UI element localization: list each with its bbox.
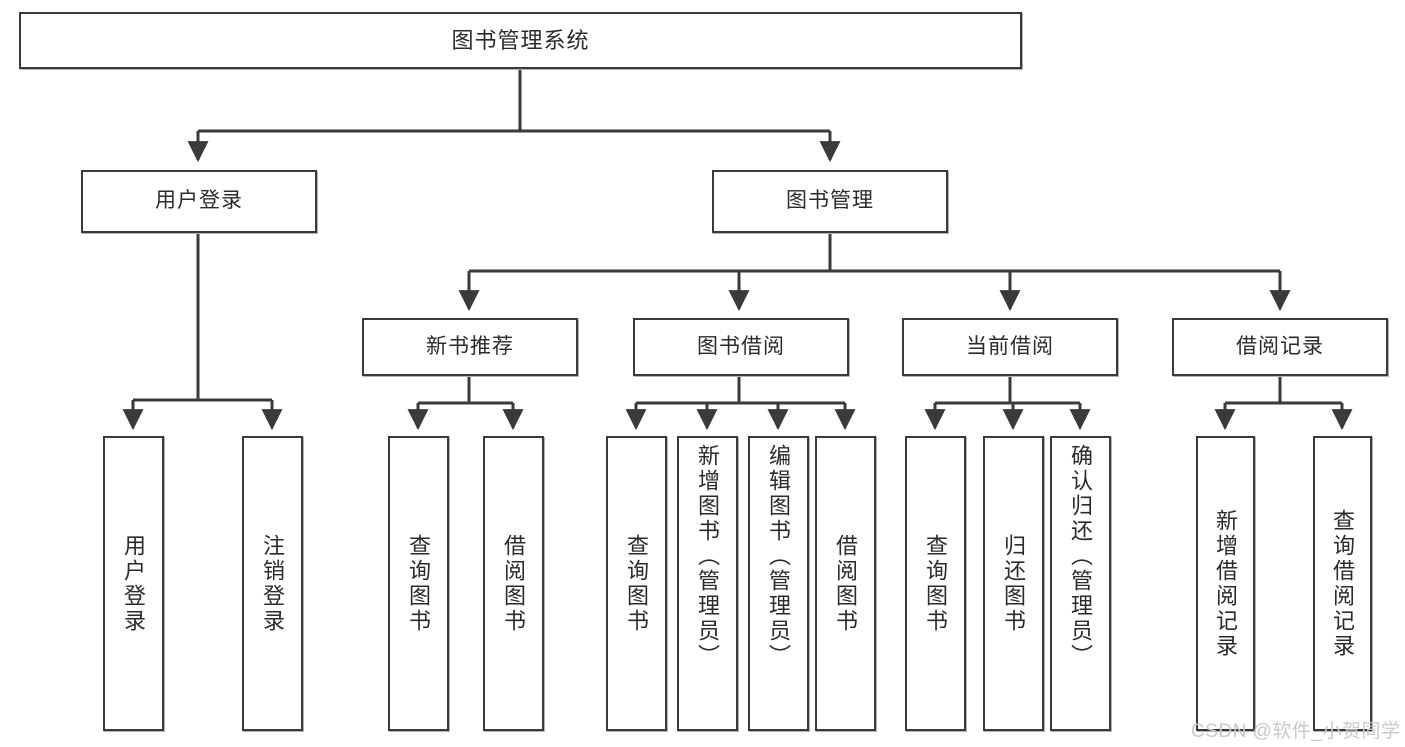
leaf-current-return-book-label: 归还图书 xyxy=(1001,533,1027,634)
node-user-login[interactable]: 用户登录 xyxy=(81,170,317,233)
leaf-user-login-signin-label: 用户登录 xyxy=(121,533,147,634)
node-new-book-recommend[interactable]: 新书推荐 xyxy=(362,318,578,376)
node-current-borrow-label: 当前借阅 xyxy=(966,334,1054,358)
leaf-user-login-signout-label: 注销登录 xyxy=(260,533,286,634)
leaf-borrow-borrow-book-label: 借阅图书 xyxy=(833,533,859,634)
node-borrow-record[interactable]: 借阅记录 xyxy=(1172,318,1388,376)
leaf-recommend-query-book[interactable]: 查询图书 xyxy=(388,436,449,731)
leaf-borrow-edit-book-label: 编辑图书（管理员） xyxy=(766,444,792,669)
leaf-record-query-record-label: 查询借阅记录 xyxy=(1330,508,1356,659)
leaf-record-query-record[interactable]: 查询借阅记录 xyxy=(1313,436,1372,731)
node-root-label: 图书管理系统 xyxy=(451,27,590,53)
node-borrow-record-label: 借阅记录 xyxy=(1236,334,1324,358)
leaf-borrow-query-book[interactable]: 查询图书 xyxy=(606,436,667,731)
leaf-recommend-borrow-book[interactable]: 借阅图书 xyxy=(483,436,544,731)
leaf-borrow-add-book[interactable]: 新增图书（管理员） xyxy=(677,436,738,731)
node-book-management[interactable]: 图书管理 xyxy=(712,170,948,233)
node-user-login-label: 用户登录 xyxy=(155,189,243,213)
leaf-borrow-borrow-book[interactable]: 借阅图书 xyxy=(815,436,876,731)
node-new-book-recommend-label: 新书推荐 xyxy=(426,334,514,358)
leaf-current-confirm-return[interactable]: 确认归还（管理员） xyxy=(1050,436,1111,731)
leaf-user-login-signout[interactable]: 注销登录 xyxy=(242,436,303,731)
node-root[interactable]: 图书管理系统 xyxy=(19,12,1022,69)
leaf-borrow-edit-book[interactable]: 编辑图书（管理员） xyxy=(748,436,809,731)
csdn-watermark: CSDN @软件_小贺同学 xyxy=(1191,721,1401,742)
leaf-recommend-borrow-book-label: 借阅图书 xyxy=(501,533,527,634)
leaf-current-confirm-return-label: 确认归还（管理员） xyxy=(1068,444,1094,669)
leaf-borrow-add-book-label: 新增图书（管理员） xyxy=(695,444,721,669)
leaf-user-login-signin[interactable]: 用户登录 xyxy=(103,436,164,731)
leaf-record-add-record-label: 新增借阅记录 xyxy=(1213,508,1239,659)
leaf-recommend-query-book-label: 查询图书 xyxy=(406,533,432,634)
node-book-management-label: 图书管理 xyxy=(786,189,874,213)
leaf-current-query-book[interactable]: 查询图书 xyxy=(905,436,966,731)
leaf-current-query-book-label: 查询图书 xyxy=(923,533,949,634)
node-book-borrow[interactable]: 图书借阅 xyxy=(633,318,849,376)
node-current-borrow[interactable]: 当前借阅 xyxy=(902,318,1118,376)
leaf-record-add-record[interactable]: 新增借阅记录 xyxy=(1196,436,1255,731)
leaf-borrow-query-book-label: 查询图书 xyxy=(624,533,650,634)
leaf-current-return-book[interactable]: 归还图书 xyxy=(983,436,1044,731)
node-book-borrow-label: 图书借阅 xyxy=(697,334,785,358)
